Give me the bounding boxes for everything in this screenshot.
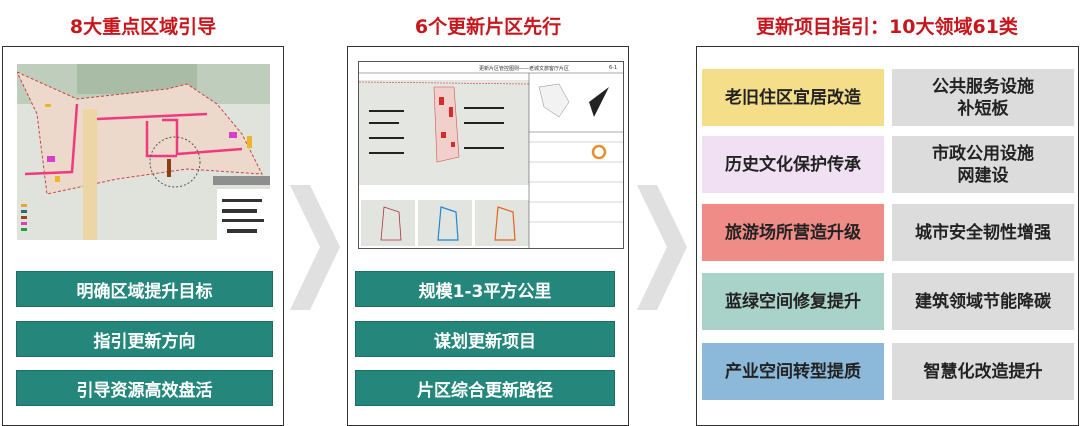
- plan-projects-button[interactable]: 谋划更新项目: [355, 321, 615, 357]
- arrow-right-icon: [637, 185, 687, 310]
- activate-resources-button[interactable]: 引导资源高效盘活: [16, 370, 273, 406]
- key-areas-map: [17, 64, 270, 240]
- scale-button[interactable]: 规模1-3平方公里: [355, 271, 615, 307]
- project-category-7: 蓝绿空间修复提升: [702, 273, 884, 330]
- guide-direction-button[interactable]: 指引更新方向: [16, 321, 273, 357]
- column-2-title: 6个更新片区先行: [414, 16, 562, 38]
- project-category-6: 城市安全韧性增强: [892, 204, 1074, 261]
- project-category-5: 旅游场所营造升级: [702, 204, 884, 261]
- project-category-9: 产业空间转型提质: [702, 343, 884, 400]
- key-areas-panel: 明确区域提升目标 指引更新方向 引导资源高效盘活: [2, 46, 284, 426]
- project-category-2: 公共服务设施 补短板: [892, 69, 1074, 126]
- update-path-button[interactable]: 片区综合更新路径: [355, 370, 615, 406]
- plan-code: 6-1: [609, 65, 618, 71]
- plan-title: 更新片区管控图则——老城文旅客厅片区: [479, 66, 570, 72]
- clarify-goals-button[interactable]: 明确区域提升目标: [16, 271, 273, 307]
- project-guidance-panel: 老旧住区宜居改造公共服务设施 补短板历史文化保护传承市政公用设施 网建设旅游场所…: [696, 46, 1079, 426]
- column-3-title: 更新项目指引：10大领域61类: [756, 16, 1018, 38]
- column-1-title: 8大重点区域引导: [69, 16, 217, 38]
- district-control-plan: 更新片区管控图则——老城文旅客厅片区 6-1: [358, 61, 624, 249]
- project-category-3: 历史文化保护传承: [702, 136, 884, 193]
- project-category-1: 老旧住区宜居改造: [702, 69, 884, 126]
- project-category-4: 市政公用设施 网建设: [892, 136, 1074, 193]
- update-districts-panel: 更新片区管控图则——老城文旅客厅片区 6-1 规模1-3平方公里 谋划更新项目 …: [347, 46, 629, 426]
- project-category-8: 建筑领域节能降碳: [892, 273, 1074, 330]
- project-category-10: 智慧化改造提升: [892, 343, 1074, 400]
- arrow-right-icon: [290, 185, 340, 310]
